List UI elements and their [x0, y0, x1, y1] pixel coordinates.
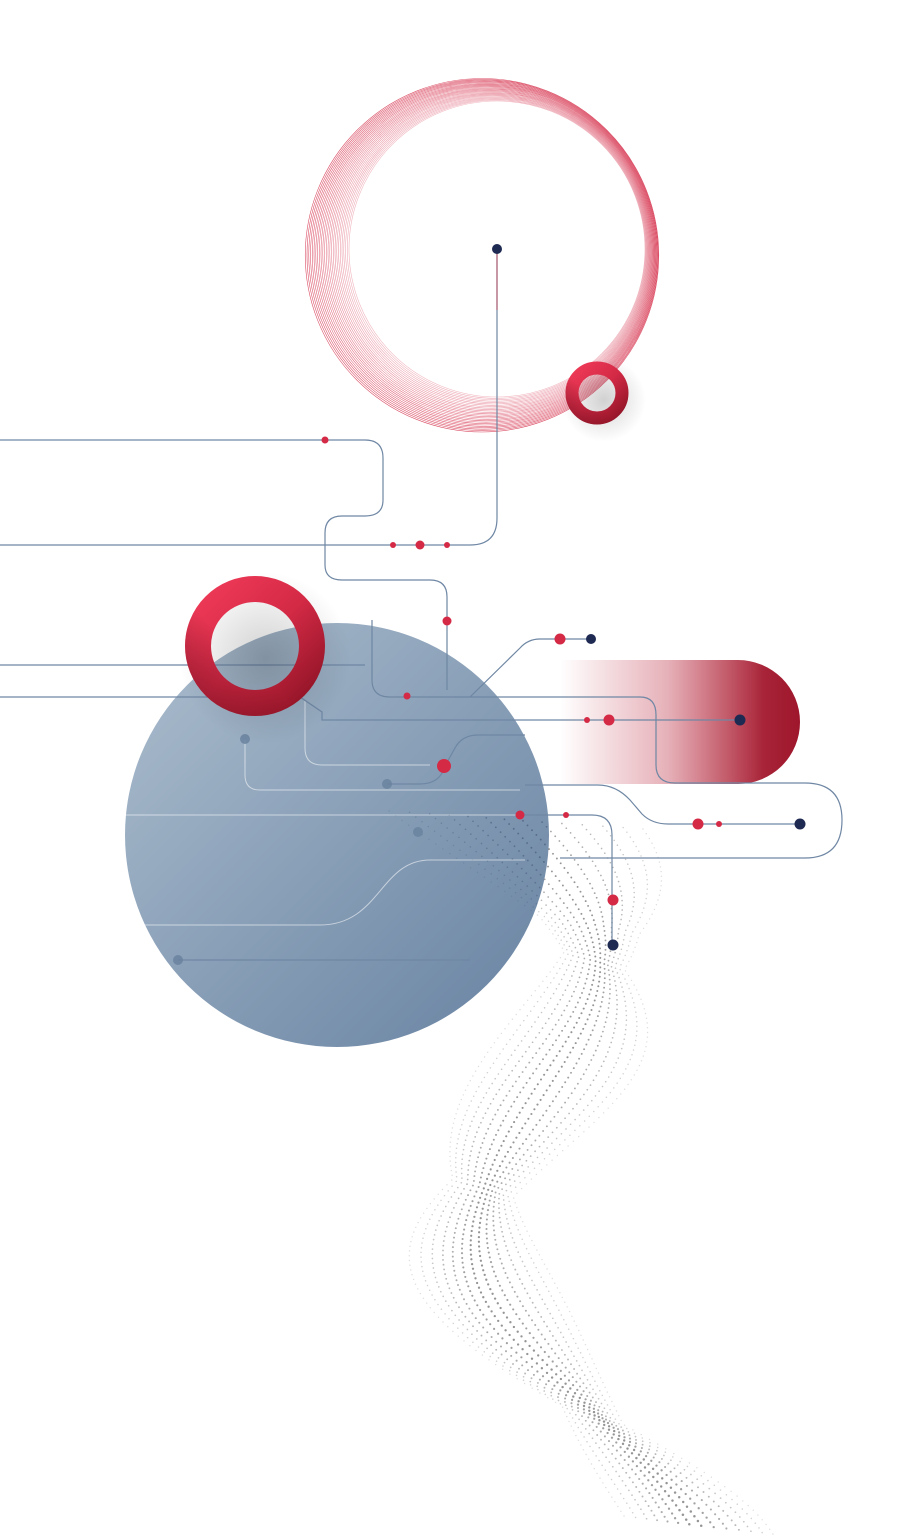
- navy-node: [794, 818, 806, 830]
- gradient-capsule: [560, 660, 800, 784]
- navy-node: [586, 634, 596, 644]
- navy-node: [492, 244, 502, 254]
- red-node: [716, 821, 722, 827]
- concentric-ring: [338, 95, 649, 406]
- concentric-ring: [313, 82, 657, 426]
- concentric-ring: [327, 89, 652, 415]
- circuit-line-middle-right: [525, 784, 800, 825]
- concentric-ring: [329, 90, 652, 413]
- concentric-ring: [339, 96, 649, 405]
- red-node: [584, 717, 590, 723]
- concentric-ring: [345, 98, 647, 401]
- circuit-line-top: [0, 439, 448, 690]
- concentric-rings: [304, 78, 660, 433]
- red-node: [415, 540, 425, 550]
- concentric-ring: [341, 97, 648, 403]
- sphere-inner-lines: [70, 700, 525, 926]
- red-node: [563, 812, 569, 818]
- blue-node: [413, 827, 423, 837]
- concentric-ring: [318, 85, 655, 422]
- concentric-ring: [315, 83, 656, 424]
- concentric-ring: [336, 94, 650, 408]
- concentric-ring: [317, 84, 656, 423]
- concentric-ring: [320, 86, 655, 420]
- concentric-ring: [310, 80, 658, 429]
- circuit-line-descender: [520, 814, 613, 945]
- red-node: [692, 818, 704, 830]
- red-node: [515, 810, 525, 820]
- concentric-ring: [308, 80, 658, 430]
- red-node: [554, 633, 566, 645]
- blue-node: [382, 779, 392, 789]
- red-node: [442, 616, 452, 626]
- circuit-nodes: [173, 244, 806, 965]
- concentric-ring: [332, 92, 651, 410]
- concentric-ring: [324, 88, 654, 417]
- concentric-ring: [334, 93, 650, 409]
- circuit-line-low-right: [387, 734, 525, 785]
- concentric-ring: [325, 89, 653, 416]
- red-node: [444, 542, 450, 548]
- red-node: [603, 714, 615, 726]
- concentric-ring: [343, 98, 647, 402]
- concentric-ring: [311, 81, 657, 427]
- concentric-ring: [322, 87, 654, 419]
- large-red-ring: [179, 572, 351, 744]
- red-node: [321, 436, 329, 444]
- small-red-ring: [562, 358, 646, 442]
- dot-wave: [388, 810, 774, 1535]
- concentric-ring: [304, 78, 660, 433]
- blue-node: [173, 955, 183, 965]
- concentric-ring: [331, 91, 651, 412]
- circuit-line-capsule-loop: [470, 696, 843, 859]
- concentric-ring: [306, 79, 659, 431]
- red-node: [437, 759, 451, 773]
- circuit-line-center-drop: [0, 249, 498, 546]
- red-node: [390, 542, 396, 548]
- navy-node: [734, 714, 746, 726]
- navy-node: [607, 939, 619, 951]
- red-node: [607, 894, 619, 906]
- red-node: [403, 692, 411, 700]
